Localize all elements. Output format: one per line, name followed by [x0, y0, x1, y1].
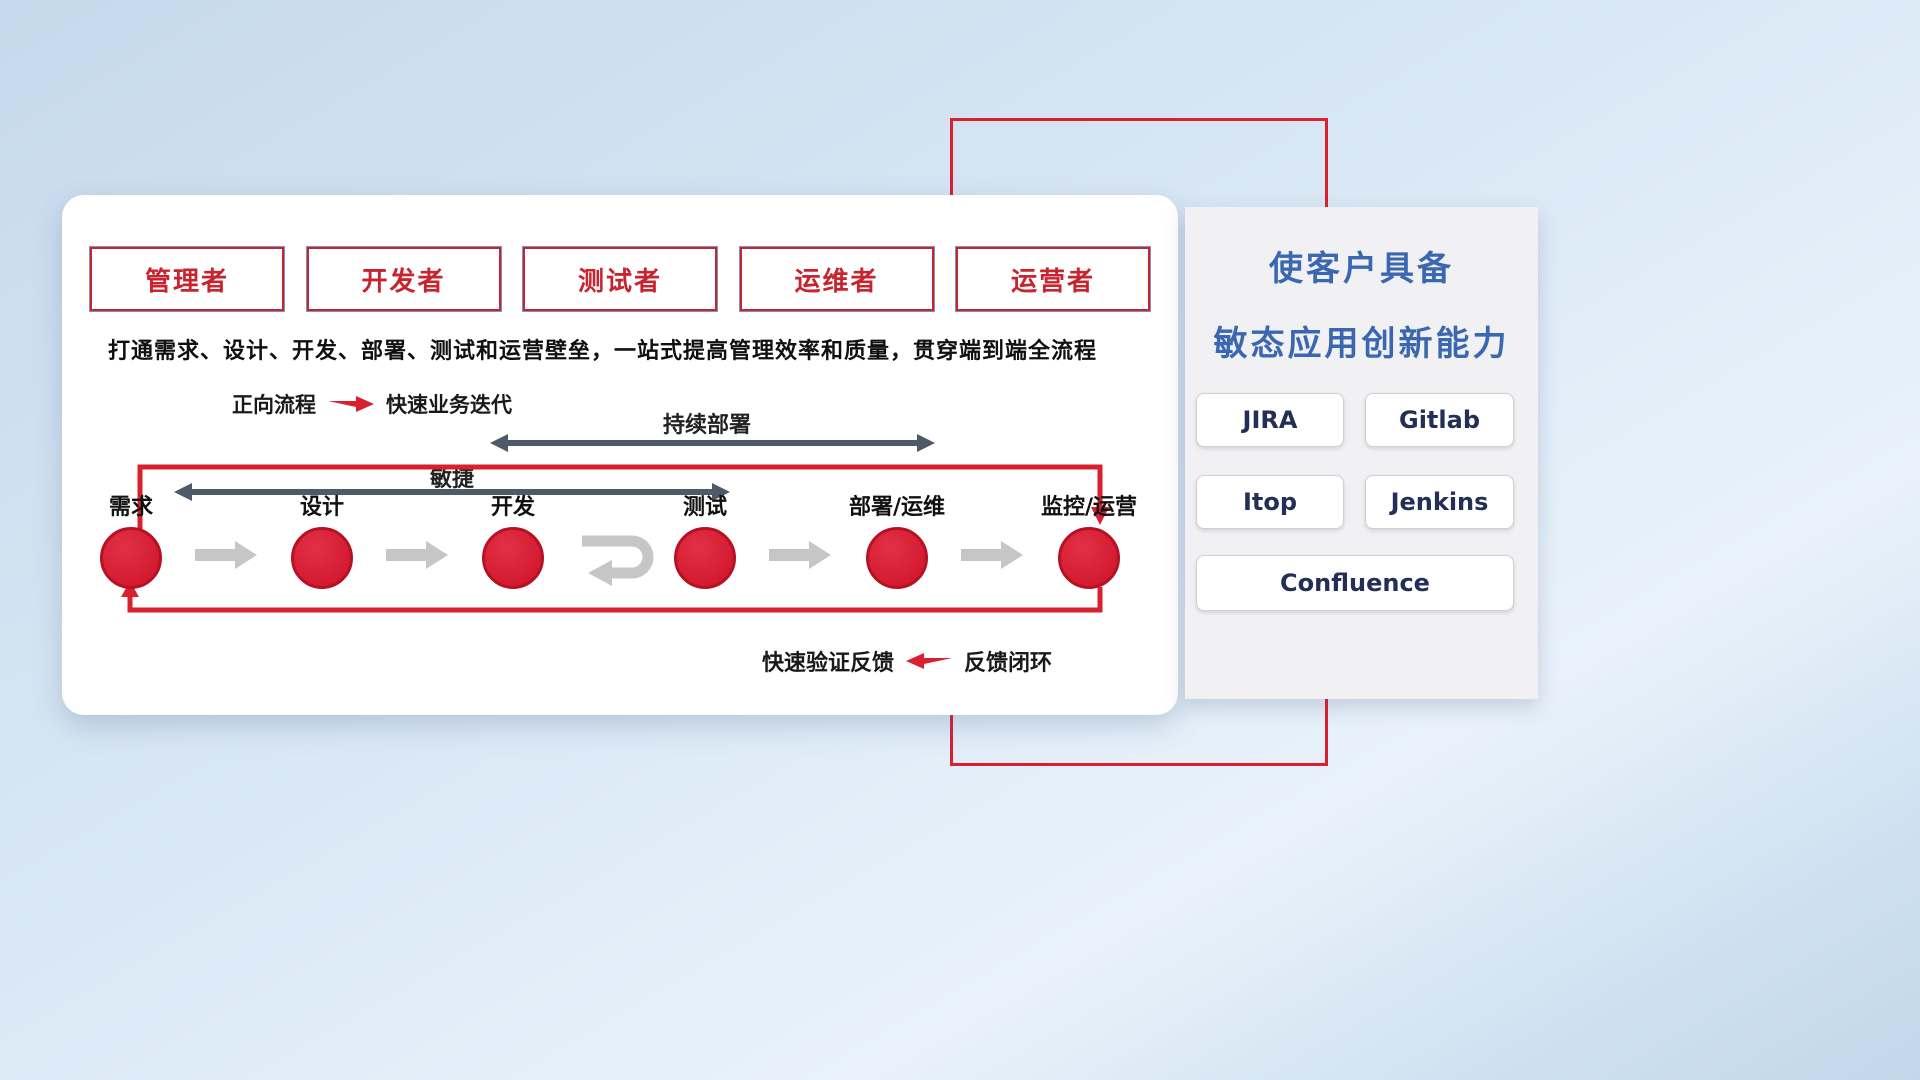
flow-node-requirements: 需求 [51, 495, 211, 589]
agile-arrowhead-left-icon [174, 483, 192, 501]
panel-title-line2: 敏态应用创新能力 [1213, 324, 1510, 364]
forward-arrow-icon [328, 396, 374, 412]
legend-forward-name: 正向流程 [232, 393, 316, 417]
continuous-deployment-label: 持续部署 [662, 413, 751, 438]
tool-box-confluence: Confluence [1196, 555, 1514, 611]
flow-arrow-icon [769, 541, 831, 569]
tool-box-gitlab: Gitlab [1365, 393, 1514, 447]
card-description: 打通需求、设计、开发、部署、测试和运营壁垒，一站式提高管理效率和质量，贯穿端到端… [108, 339, 1098, 364]
flow-node-circle [674, 527, 736, 589]
flow-arrow-icon [386, 541, 448, 569]
flow-node-label: 测试 [682, 495, 727, 520]
tool-box-jira: JIRA [1196, 393, 1344, 447]
feedback-arrow-icon [906, 653, 953, 669]
legend-feedback-desc: 快速验证反馈 [762, 651, 895, 676]
devops-flow-card: 管理者 开发者 测试者 运维者 运营者 打通需求、设计、开发、部署、测试和运营壁… [62, 195, 1178, 715]
flow-node-label: 监控/运营 [1040, 495, 1138, 520]
flow-node-label: 需求 [108, 495, 153, 520]
flow-node-label: 部署/运维 [848, 495, 946, 520]
iteration-loop-icon [582, 535, 654, 579]
legend-feedback-loop: 快速验证反馈 反馈闭环 [762, 645, 1052, 677]
capability-panel: 使客户具备 敏态应用创新能力 JIRA Gitlab Itop Jenkins … [1185, 207, 1538, 699]
flow-node-label: 开发 [490, 495, 535, 520]
role-label: 运维者 [794, 266, 879, 297]
legend-forward-flow: 正向流程 快速业务迭代 [232, 389, 512, 419]
forward-loop-arrowhead-icon [1091, 507, 1109, 525]
cd-arrowhead-right-icon [917, 434, 935, 452]
role-row: 管理者 开发者 测试者 运维者 运营者 [90, 247, 1150, 311]
flow-arrow-icon [195, 541, 257, 569]
agile-label: 敏捷 [429, 467, 474, 492]
flow-node-design: 设计 [242, 495, 402, 589]
flow-node-development: 开发 [433, 495, 593, 589]
flow-node-circle [866, 527, 928, 589]
flow-arrow-icon [961, 541, 1023, 569]
flow-node-monitor-operate: 监控/运营 [1009, 495, 1169, 589]
flow-node-testing: 测试 [625, 495, 785, 589]
flow-node-circle [482, 527, 544, 589]
legend-forward-desc: 快速业务迭代 [386, 393, 512, 417]
role-box-manager: 管理者 [90, 247, 284, 311]
role-label: 测试者 [577, 266, 662, 297]
forward-loop-line [137, 464, 1103, 529]
role-box-ops: 运维者 [739, 247, 934, 311]
role-box-tester: 测试者 [523, 247, 717, 311]
flow-node-circle [1058, 527, 1120, 589]
role-label: 管理者 [144, 266, 229, 297]
role-box-developer: 开发者 [306, 247, 501, 311]
role-label: 开发者 [361, 266, 446, 297]
agile-arrowhead-right-icon [712, 483, 730, 501]
panel-title-line1: 使客户具备 [1269, 249, 1454, 289]
tool-box-jenkins: Jenkins [1365, 475, 1514, 529]
flow-node-deploy-ops: 部署/运维 [817, 495, 977, 589]
iteration-loop-arrowhead-icon [588, 560, 612, 586]
flow-diagram-arrows [121, 434, 1109, 613]
flow-node-label: 设计 [299, 495, 344, 520]
legend-feedback-name: 反馈闭环 [964, 651, 1053, 676]
feedback-loop-arrowhead-icon [121, 581, 139, 597]
flow-node-circle [291, 527, 353, 589]
role-box-operator: 运营者 [956, 247, 1150, 311]
role-label: 运营者 [1010, 266, 1095, 297]
flow-node-circle [100, 527, 162, 589]
feedback-loop-line [127, 587, 1103, 613]
tool-box-itop: Itop [1196, 475, 1344, 529]
cd-arrowhead-left-icon [490, 434, 508, 452]
